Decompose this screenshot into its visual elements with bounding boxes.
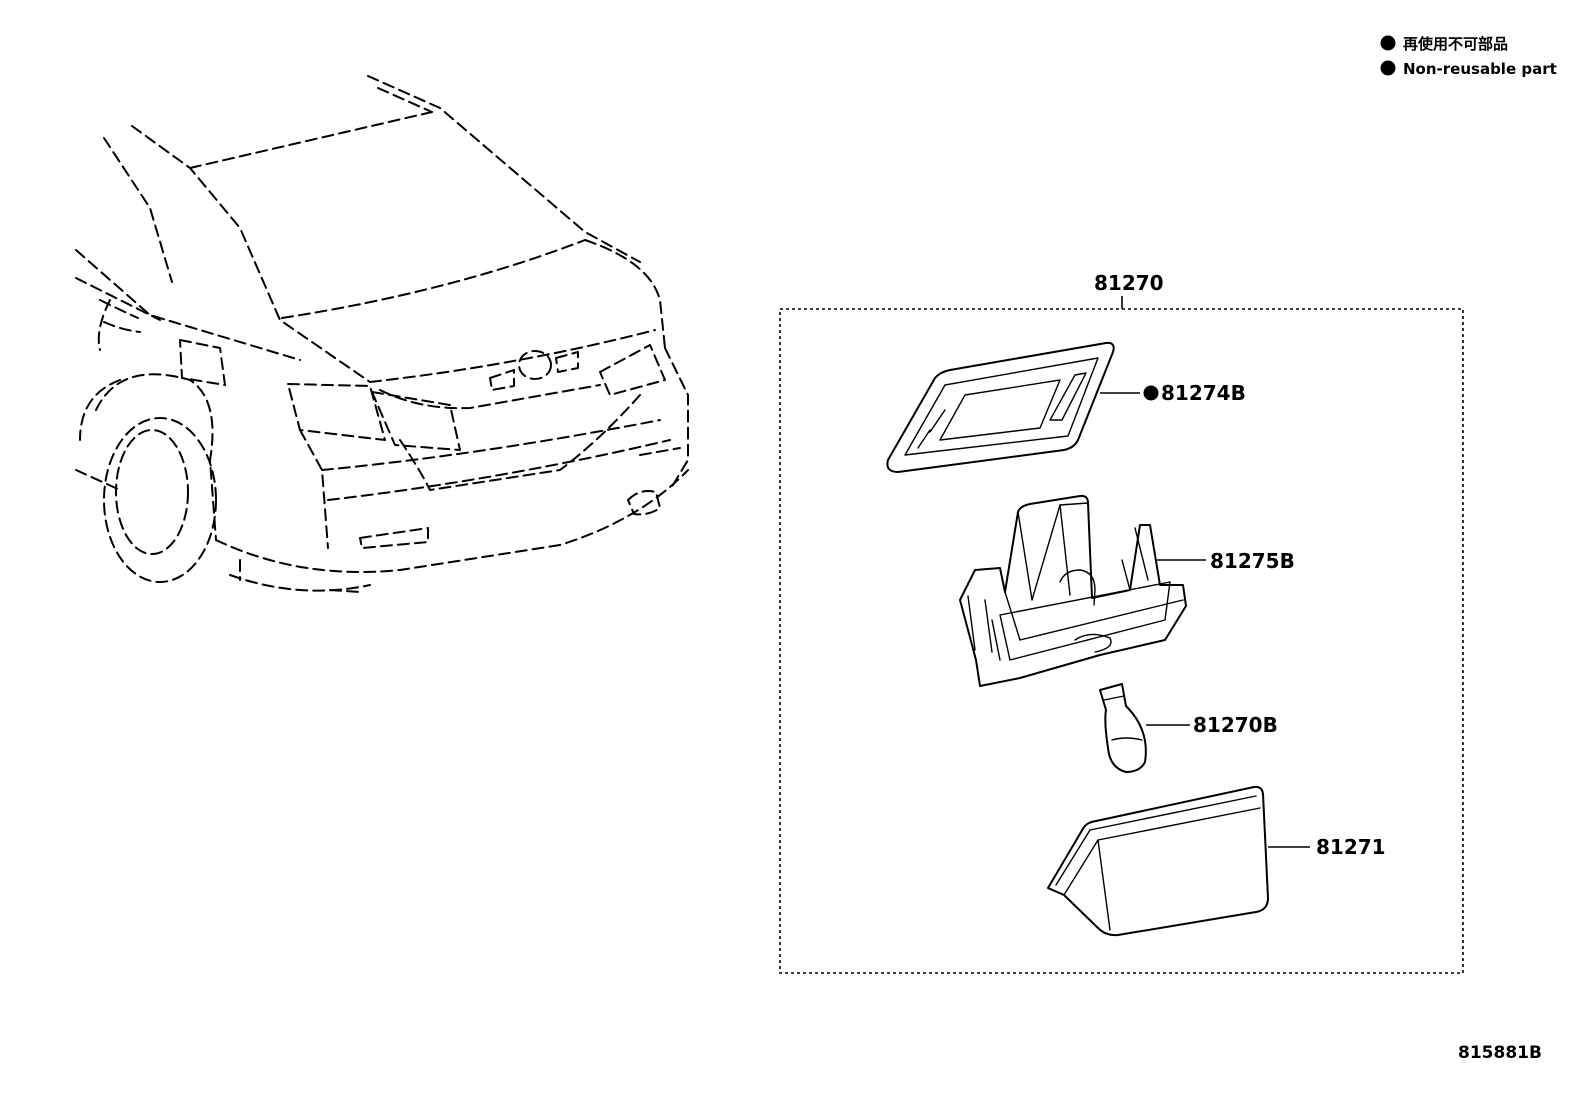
legend-japanese-text: 再使用不可部品 bbox=[1403, 35, 1508, 53]
callout-81270B: 81270B bbox=[1193, 713, 1278, 737]
non-reusable-marker-icon bbox=[1380, 60, 1396, 76]
figure-id: 815881B bbox=[1458, 1043, 1542, 1063]
bulb-part bbox=[1099, 683, 1147, 773]
legend-english-text: Non-reusable part bbox=[1403, 60, 1557, 78]
callout-81274B: 81274B bbox=[1161, 381, 1246, 405]
callout-81275B: 81275B bbox=[1210, 549, 1295, 573]
non-reusable-marker-icon bbox=[1143, 385, 1159, 401]
gasket-part bbox=[886, 341, 1115, 473]
vehicle-rear-illustration bbox=[75, 75, 689, 593]
lens-part bbox=[1047, 785, 1269, 937]
assembly-border bbox=[779, 308, 1464, 974]
assembly-frame: 81270 bbox=[779, 271, 1464, 974]
legend: 再使用不可部品 Non-reusable part bbox=[1380, 35, 1557, 78]
assembly-part-number: 81270 bbox=[1094, 271, 1164, 295]
lamp-socket-part bbox=[959, 494, 1187, 687]
non-reusable-marker-icon bbox=[1380, 35, 1396, 51]
callout-81271: 81271 bbox=[1316, 835, 1386, 859]
